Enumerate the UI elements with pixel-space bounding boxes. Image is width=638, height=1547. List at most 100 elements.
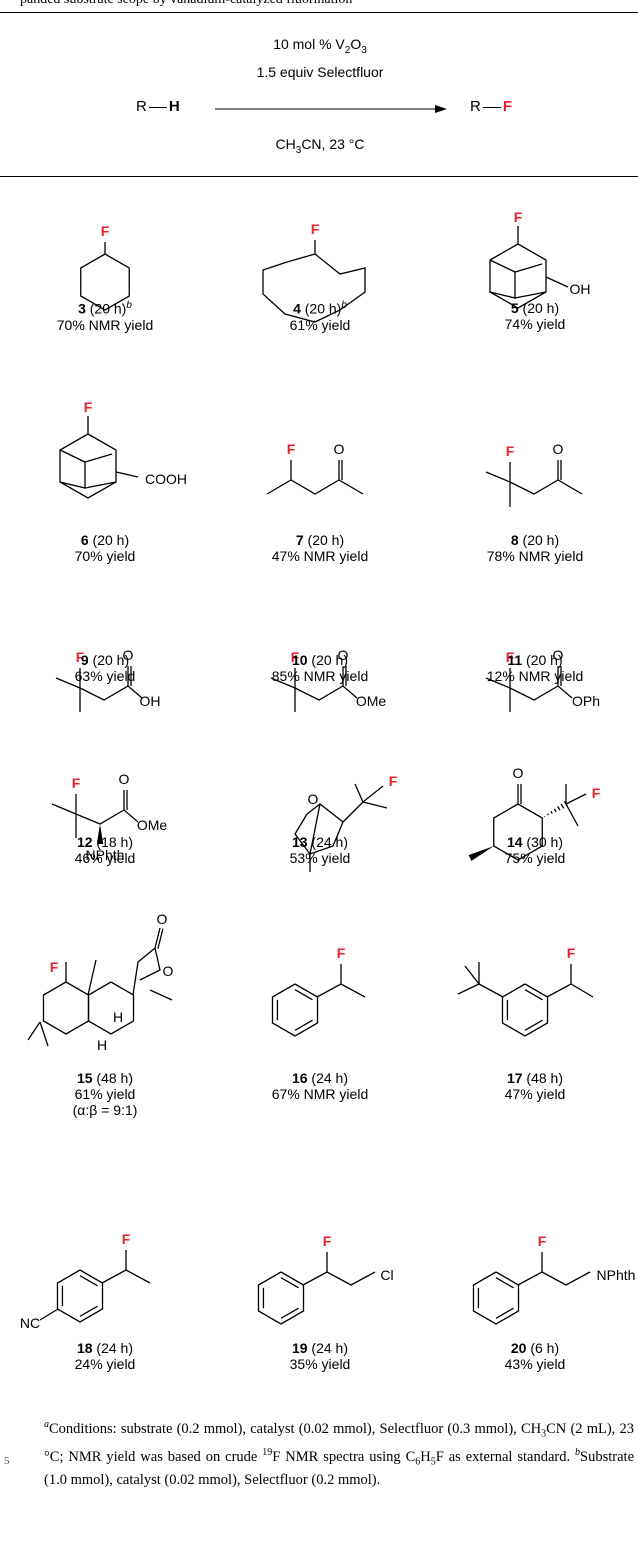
condition-reagent: 1.5 equiv Selectfluor (256, 64, 384, 80)
compound-label: 17 (48 h)47% yield (504, 1070, 566, 1102)
svg-text:COOH: COOH (145, 471, 187, 487)
compound-19: F Cl 19 (24 h)35% yield (215, 1188, 425, 1388)
structure-17: F (457, 945, 594, 1037)
compound-label: 11 (20 h)12% NMR yield (486, 652, 584, 684)
compound-16: F 16 (24 h)67% NMR yield (215, 900, 425, 1102)
compound-label: 7 (20 h)47% NMR yield (271, 532, 369, 564)
compound-6: F COOH 6 (20 h)70% yield (0, 372, 210, 572)
svg-text:O: O (308, 791, 319, 807)
svg-text:F: F (323, 1233, 332, 1249)
structure-9: F O OH (55, 647, 161, 712)
compound-label: 18 (24 h)24% yield (74, 1340, 136, 1372)
structure-5: F OH (489, 209, 591, 309)
svg-text:Cl: Cl (380, 1267, 393, 1283)
structure-13: OF (294, 773, 398, 872)
svg-text:OPh: OPh (572, 693, 600, 709)
svg-text:OH: OH (140, 693, 161, 709)
svg-text:O: O (163, 963, 174, 979)
compound-18: F NC 18 (24 h)24% yield (0, 1188, 210, 1388)
svg-text:F: F (76, 649, 85, 665)
compound-label: 6 (20 h)70% yield (74, 532, 136, 564)
svg-text:O: O (553, 647, 564, 663)
compound-label: 9 (20 h)63% yield (74, 652, 136, 684)
svg-text:O: O (123, 647, 134, 663)
reaction-arrow (215, 105, 447, 113)
svg-text:F: F (50, 959, 59, 975)
svg-text:NPhth: NPhth (86, 847, 125, 863)
svg-text:F: F (122, 1231, 131, 1247)
compound-label: 10 (20 h)85% NMR yield (271, 652, 369, 684)
structure-19: F Cl (257, 1233, 394, 1325)
svg-text:F: F (84, 399, 93, 415)
svg-text:F: F (311, 221, 320, 237)
svg-text:F: F (287, 441, 296, 457)
structure-18: F NC (20, 1231, 151, 1331)
svg-text:H: H (113, 1009, 123, 1025)
svg-text:NPhth: NPhth (597, 1267, 636, 1283)
scheme-rule (0, 176, 638, 177)
svg-text:H: H (97, 1037, 107, 1053)
svg-text:F: F (291, 649, 300, 665)
condition-catalyst: 10 mol % V2O3 (273, 36, 367, 56)
structure-4: F (262, 221, 366, 323)
svg-text:F: F (506, 649, 515, 665)
structure-10: F O OMe (270, 647, 387, 712)
compound-label: 8 (20 h)78% NMR yield (486, 532, 584, 564)
compound-label: 19 (24 h)35% yield (289, 1340, 351, 1372)
svg-text:F: F (337, 945, 346, 961)
svg-text:O: O (513, 765, 524, 781)
svg-text:O: O (119, 771, 130, 787)
structure-11: F O OPh (485, 647, 600, 712)
structure-3: F (80, 223, 130, 311)
structure-15: F O O HH (27, 911, 174, 1053)
svg-text:O: O (553, 441, 564, 457)
footnote: 5 aConditions: substrate (0.2 mmol), cat… (4, 1419, 635, 1489)
svg-text:OMe: OMe (356, 693, 387, 709)
svg-text:F: F (567, 945, 576, 961)
line-number: 5 (4, 1455, 10, 1467)
header-fragment: panded substrate scope by vanadium-catal… (20, 0, 352, 8)
compound-label: 20 (6 h)43% yield (504, 1340, 566, 1372)
svg-text:F: F (514, 209, 523, 225)
structure-14: OF (468, 765, 601, 861)
compound-label: 14 (30 h)75% yield (504, 834, 566, 866)
svg-text:OH: OH (570, 281, 591, 297)
structure-16: F (271, 945, 366, 1037)
svg-text:F: F (101, 223, 110, 239)
svg-text:F: F (389, 773, 398, 789)
svg-text:O: O (334, 441, 345, 457)
compound-label: 13 (24 h)53% yield (289, 834, 351, 866)
svg-text:NC: NC (20, 1315, 40, 1331)
compound-label: 12 (18 h)46% yield (74, 834, 136, 866)
svg-text:F: F (72, 775, 81, 791)
compound-label: 5 (20 h)74% yield (504, 300, 566, 332)
svg-text:F: F (506, 443, 515, 459)
compound-10: F O OMe 10 (20 h)85% NMR yield (215, 590, 425, 790)
top-rule (0, 12, 638, 13)
svg-text:O: O (338, 647, 349, 663)
condition-solvent: CH3CN, 23 °C (275, 136, 365, 156)
compound-11: F O OPh 11 (20 h)12% NMR yield (430, 590, 638, 790)
compound-17: F 17 (48 h)47% yield (430, 900, 638, 1102)
compound-label: 16 (24 h)67% NMR yield (271, 1070, 369, 1102)
svg-text:O: O (157, 911, 168, 927)
